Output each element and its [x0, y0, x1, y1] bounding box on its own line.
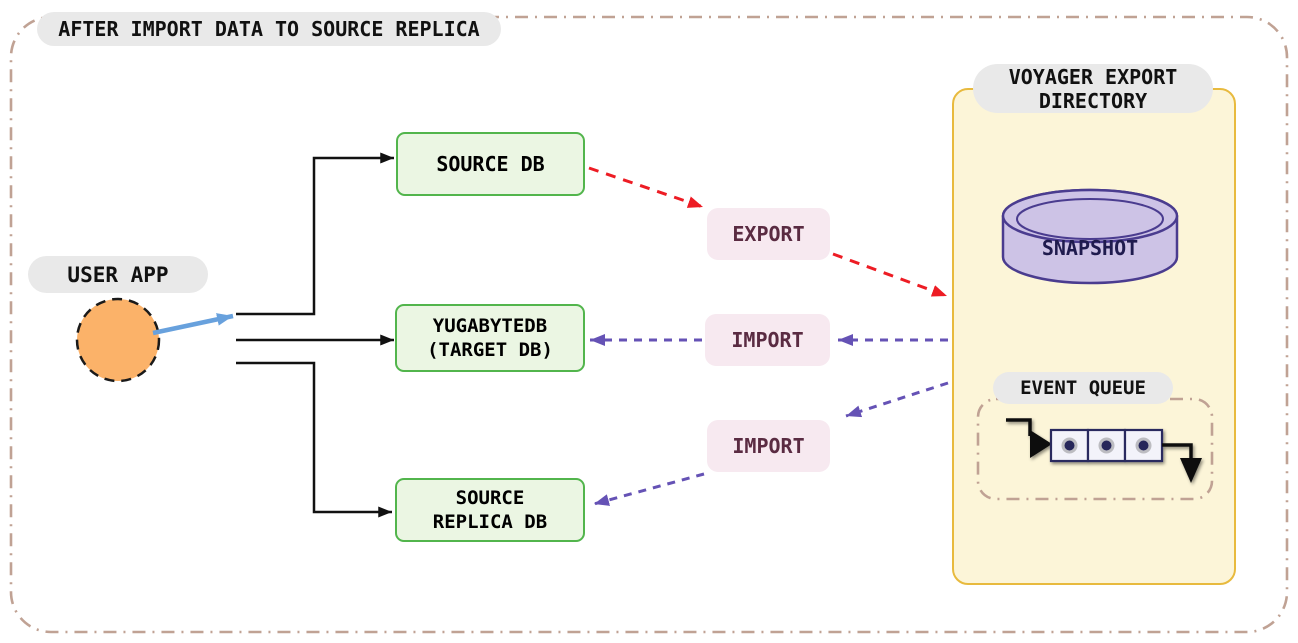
queue-dot [1101, 440, 1112, 451]
queue-out-line [1162, 443, 1193, 459]
target-db-node: YUGABYTEDB (TARGET DB) [395, 304, 585, 372]
user-app-label: USER APP [28, 256, 208, 293]
queue-dot [1138, 440, 1149, 451]
diagram-title-text: AFTER IMPORT DATA TO SOURCE REPLICA [58, 17, 480, 41]
source-db-node: SOURCE DB [396, 132, 585, 196]
event-queue-label: EVENT QUEUE [993, 372, 1173, 404]
snapshot-label: SNAPSHOT [1003, 236, 1177, 260]
user-app-circle [75, 297, 161, 383]
voyager-export-directory-panel [952, 88, 1236, 585]
source-replica-db-label-line1: SOURCE [455, 487, 525, 509]
export-arrow-source-to-badge [588, 166, 704, 209]
queue-icon [1006, 418, 1202, 483]
snapshot-label-text: SNAPSHOT [1041, 236, 1139, 260]
import-arrow-panel-to-badge-replica [845, 381, 949, 418]
queue-in-arrowhead [1030, 430, 1052, 458]
import-arrow-badge-to-replica-db [593, 472, 705, 506]
source-replica-db-node: SOURCE REPLICA DB [395, 478, 585, 542]
event-queue-label-text: EVENT QUEUE [1020, 377, 1146, 399]
queue-out-arrowhead [1180, 458, 1202, 483]
voyager-panel-title: VOYAGER EXPORT DIRECTORY [973, 64, 1213, 113]
source-replica-db-label-line2: REPLICA DB [432, 511, 548, 533]
snapshot-cylinder-icon [1001, 188, 1179, 285]
voyager-panel-title-line2: DIRECTORY [1038, 88, 1148, 113]
target-db-label-line2: (TARGET DB) [427, 339, 553, 361]
export-arrow-badge-to-panel [832, 252, 948, 298]
import-badge-target: IMPORT [705, 314, 830, 366]
connector-to-source-db [236, 152, 394, 316]
import-badge-replica: IMPORT [707, 420, 830, 472]
queue-dot [1064, 440, 1075, 451]
target-db-label-line1: YUGABYTEDB [432, 315, 548, 337]
diagram-title: AFTER IMPORT DATA TO SOURCE REPLICA [37, 12, 501, 46]
queue-cell [1049, 428, 1090, 463]
export-badge: EXPORT [707, 208, 830, 260]
queue-in-line [1006, 418, 1032, 436]
voyager-panel-title-line1: VOYAGER EXPORT [1008, 64, 1178, 89]
user-app-arrow [152, 313, 234, 336]
import-badge-replica-text: IMPORT [732, 434, 805, 458]
connector-to-source-replica-db [236, 361, 392, 518]
import-badge-target-text: IMPORT [731, 328, 804, 352]
user-app-label-text: USER APP [67, 262, 169, 287]
source-db-label: SOURCE DB [436, 152, 545, 176]
export-badge-text: EXPORT [732, 222, 805, 246]
